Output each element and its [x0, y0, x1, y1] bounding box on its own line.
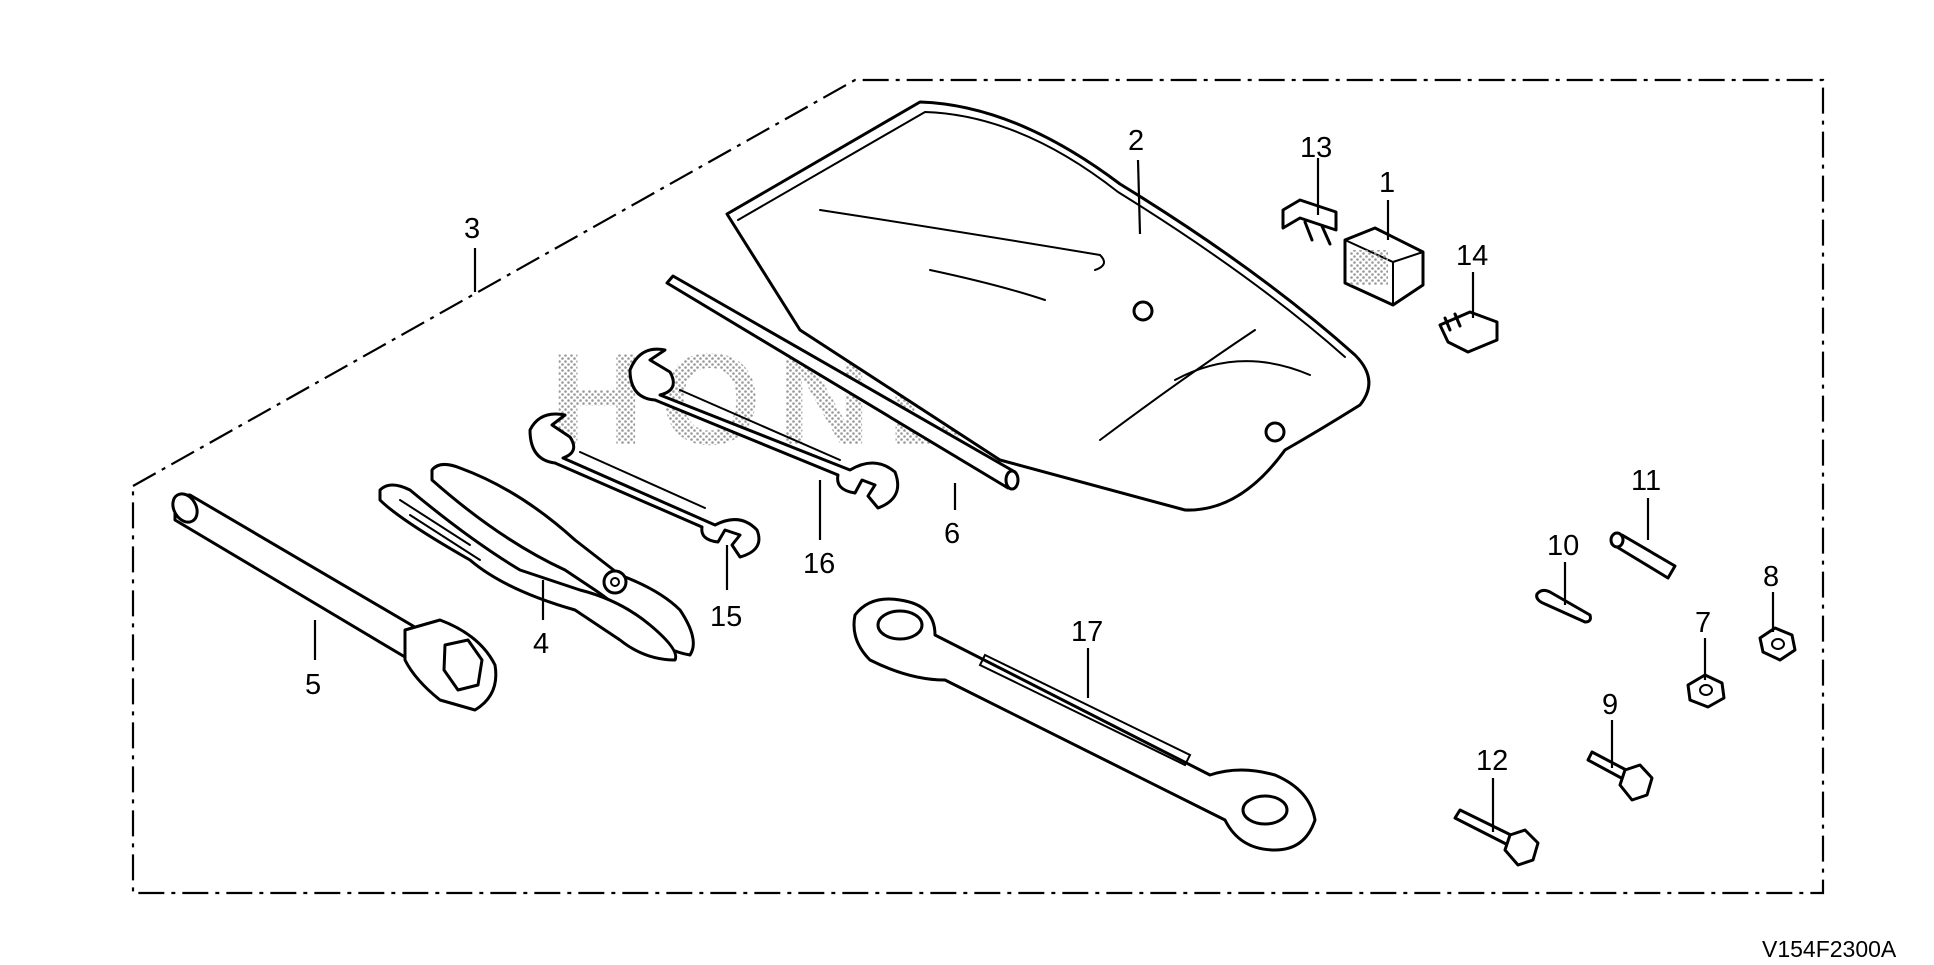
callout-12: 12 — [1476, 745, 1508, 777]
pliers-part[interactable] — [378, 463, 695, 662]
tool-bag-part[interactable] — [725, 100, 1371, 512]
callout-9: 9 — [1602, 689, 1618, 721]
small-open-wrench-part[interactable] — [528, 412, 761, 559]
pin-part[interactable] — [1609, 531, 1677, 580]
callout-5: 5 — [305, 669, 321, 701]
cotter-pin-part[interactable] — [1535, 588, 1592, 624]
callout-1: 1 — [1379, 167, 1395, 199]
leader-lines — [313, 158, 1775, 832]
callout-16: 16 — [803, 548, 835, 580]
callout-10: 10 — [1547, 530, 1579, 562]
callout-3: 3 — [464, 213, 480, 245]
fuse-a-part[interactable] — [1281, 198, 1338, 246]
callout-14: 14 — [1456, 240, 1488, 272]
callout-11: 11 — [1631, 465, 1661, 497]
callout-15: 15 — [710, 601, 742, 633]
nut-part[interactable] — [1758, 626, 1797, 662]
fuse-box-part[interactable] — [1343, 226, 1425, 307]
handle-bar-part[interactable] — [665, 274, 1020, 491]
drawing-code: V154F2300A — [1762, 936, 1897, 962]
callout-4: 4 — [533, 628, 549, 660]
spark-plug-wrench-part[interactable] — [168, 490, 498, 712]
callout-8: 8 — [1763, 561, 1779, 593]
callout-7: 7 — [1695, 607, 1711, 639]
callout-6: 6 — [944, 518, 960, 550]
callout-2: 2 — [1128, 125, 1144, 157]
short-bolt-part[interactable] — [1586, 750, 1654, 802]
callout-labels: 2 1 3 13 14 6 16 15 4 5 17 11 10 8 7 9 1… — [305, 125, 1779, 777]
callout-13: 13 — [1300, 132, 1332, 164]
callout-17: 17 — [1071, 616, 1103, 648]
long-bolt-part[interactable] — [1453, 808, 1540, 867]
open-wrench-part[interactable] — [628, 347, 900, 510]
box-wrench-part[interactable] — [852, 597, 1317, 852]
tool-kit-outline — [131, 78, 1825, 895]
fuse-b-part[interactable] — [1438, 310, 1499, 354]
